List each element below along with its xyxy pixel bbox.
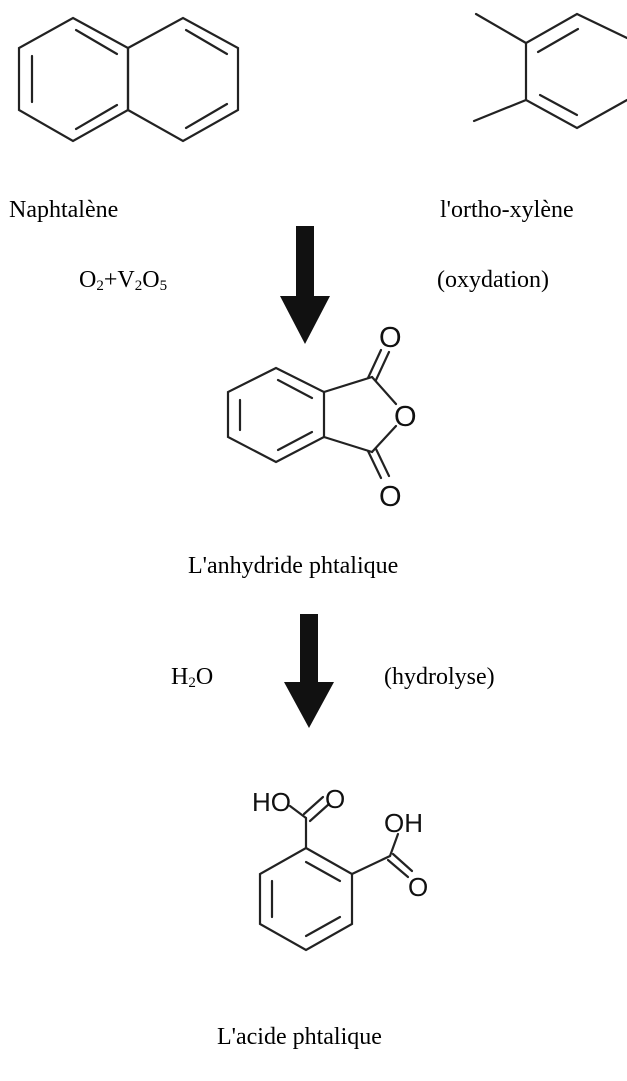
anhydride-o-bottom: O <box>379 481 402 513</box>
reaction-arrow-2 <box>284 614 334 728</box>
phthalic-anhydride-bonds <box>226 348 398 480</box>
naphthalene-label: Naphtalène <box>9 197 119 223</box>
step1-reagents: O2+V2O5 <box>79 267 168 294</box>
acid-oh: OH <box>384 808 423 838</box>
phthalic-anhydride-label: L'anhydride phtalique <box>188 553 399 579</box>
anhydride-o-top: O <box>379 322 402 354</box>
step2-process: (hydrolyse) <box>384 664 495 690</box>
acid-o-top: O <box>325 784 345 814</box>
step1-process: (oxydation) <box>437 267 549 293</box>
ortho-xylene-bonds <box>472 12 627 130</box>
ortho-xylene-label: l'ortho-xylène <box>440 197 574 223</box>
naphthalene-bonds <box>17 16 240 143</box>
acid-o-bottom: O <box>408 872 428 902</box>
anhydride-o-ring: O <box>394 401 417 433</box>
reaction-arrow-1 <box>280 226 330 344</box>
step2-reagents: H2O <box>171 664 214 691</box>
phthalic-acid-label: L'acide phtalique <box>217 1024 382 1050</box>
phthalic-acid-bonds <box>258 795 414 952</box>
acid-ho: HO <box>252 787 291 817</box>
